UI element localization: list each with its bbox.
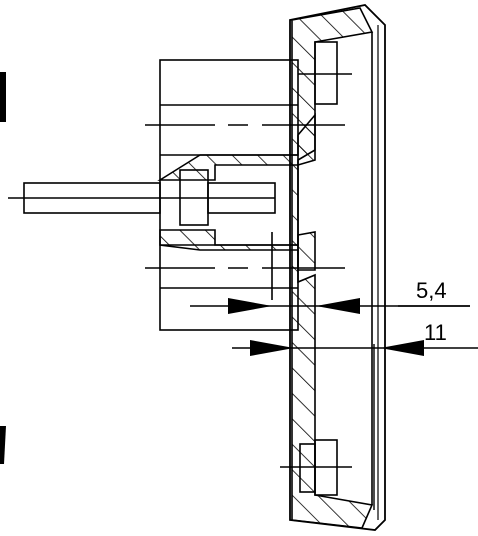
center-lines (145, 124, 345, 300)
shaft (8, 169, 276, 226)
cover-plate (289, 4, 386, 531)
dimension-outer (232, 340, 478, 510)
dimension-label-outer: 11 (424, 320, 447, 345)
screw-boss-bottom (280, 439, 352, 496)
dimension-inner (190, 298, 470, 314)
dimension-label-inner: 5,4 (416, 278, 447, 303)
section-marker-bottom (0, 426, 6, 464)
section-marker-top (0, 72, 6, 122)
screw-boss-top (298, 41, 352, 105)
